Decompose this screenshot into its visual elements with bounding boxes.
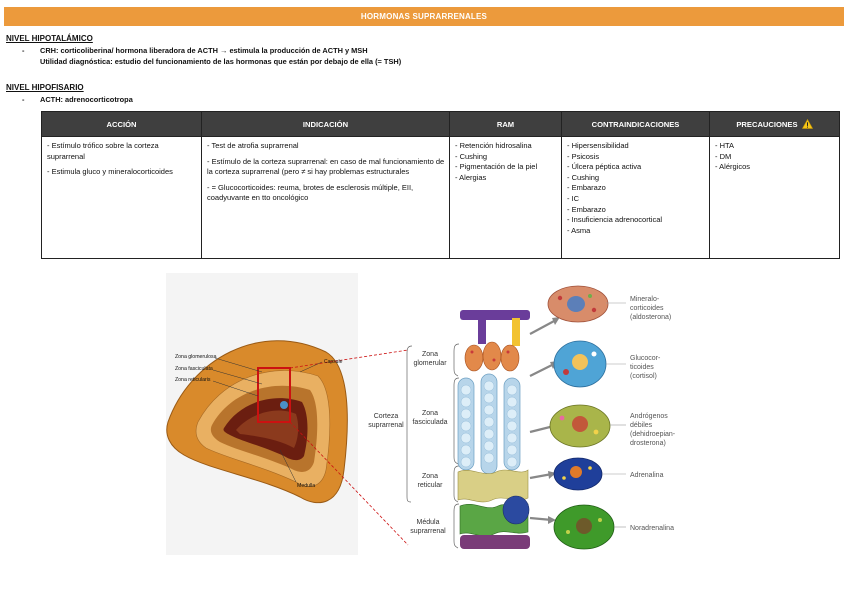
page-title-banner: HORMONAS SUPRARRENALES — [4, 7, 844, 26]
hormone-label: drosterona) — [630, 440, 666, 447]
list-item: - Estímulo de la corteza suprarrenal: en… — [207, 156, 445, 177]
header-accion: ACCIÓN — [41, 111, 202, 137]
hormone-label: Noradrenalina — [630, 525, 674, 532]
warning-icon — [801, 119, 813, 129]
bullet: - — [22, 95, 25, 104]
acth-table: ACCIÓN INDICACIÓN RAM CONTRAINDICACIONES… — [41, 111, 840, 259]
zone-label: suprarrenal — [410, 528, 446, 535]
list-item: - Estimula gluco y mineralocorticoides — [47, 167, 173, 177]
section-heading-pituitary: NIVEL HIPOFISARIO — [6, 83, 84, 92]
hormone-label: débiles — [630, 422, 653, 429]
list-item: - Úlcera péptica activa — [567, 162, 642, 172]
gland-label: Zona reticularis — [175, 377, 211, 383]
zone-labels: Zona glomerular Zona fasciculada Corteza… — [368, 351, 447, 535]
table-row: - Estímulo trófico sobre la corteza supr… — [41, 136, 840, 259]
cell-precauciones: - HTA - DM - Alérgicos — [709, 136, 840, 259]
list-item: - Pigmentación de la piel — [455, 162, 538, 172]
list-item: - Cushing — [455, 151, 488, 161]
zone-label: fasciculada — [412, 419, 447, 426]
list-item: - HTA — [715, 141, 735, 150]
cell-contraindicaciones: - Hipersensibilidad - Psicosis - Úlcera … — [561, 136, 710, 259]
hormone-label: (aldosterona) — [630, 314, 671, 321]
cell-accion: - Estímulo trófico sobre la corteza supr… — [41, 136, 202, 259]
list-item: - Asma — [567, 225, 591, 235]
adrenal-cortex-layers — [457, 310, 530, 549]
gland-label: Capsule — [324, 359, 343, 365]
zone-label: Médula — [417, 519, 440, 526]
list-item: - Psicosis — [567, 151, 600, 161]
list-item: - Alérgicos — [715, 162, 751, 172]
hormone-labels: Mineralo- corticoides (aldosterona) Gluc… — [630, 296, 676, 532]
header-contraindicaciones: CONTRAINDICACIONES — [561, 111, 710, 137]
list-item: - Estímulo trófico sobre la corteza supr… — [47, 141, 159, 161]
acth-text: ACTH: adrenocorticotropa — [40, 95, 133, 104]
list-item: - Hipersensibilidad — [567, 141, 629, 150]
hormone-cells — [547, 285, 615, 550]
list-item: - Test de atrofia suprarrenal — [207, 141, 299, 150]
zone-label: reticular — [418, 482, 444, 489]
header-precauciones-label: PRECAUCIONES — [736, 120, 798, 129]
hormone-label: Andrógenos — [630, 413, 668, 420]
list-item: - IC — [567, 193, 580, 203]
hormone-label: corticoides — [630, 305, 664, 312]
magnified-region-box — [257, 367, 291, 423]
hormone-label: (cortisol) — [630, 373, 657, 380]
list-item: - Insuficiencia adrenocortical — [567, 215, 663, 225]
list-item: - Retención hidrosalina — [455, 141, 532, 150]
header-indicacion: INDICACIÓN — [201, 111, 450, 137]
hormone-label: Adrenalina — [630, 472, 664, 479]
cell-indicacion: - Test de atrofia suprarrenal - Estímulo… — [201, 136, 450, 259]
adrenal-gland-illustration: Zona glomerulosa Zona fasciculata Zona r… — [166, 340, 409, 546]
hormone-label: ticoides — [630, 364, 654, 371]
zone-label: suprarrenal — [368, 422, 404, 429]
list-item: - Embarazo — [567, 204, 606, 214]
hormone-label: (dehidroepian- — [630, 431, 676, 438]
list-item: - DM — [715, 151, 732, 161]
list-item: - Alergias — [455, 172, 487, 182]
zone-label: Zona — [422, 473, 438, 480]
zone-label: Zona — [422, 351, 438, 358]
hormone-label: Mineralo- — [630, 296, 660, 303]
zone-label: Zona — [422, 410, 438, 417]
crh-text: CRH: corticoliberina/ hormona liberadora… — [40, 46, 368, 55]
list-item: - Cushing — [567, 172, 600, 182]
list-item: - = Glucocorticoides: reuma, brotes de e… — [207, 182, 414, 203]
gland-label: Zona glomerulosa — [175, 354, 217, 360]
bullet: - — [22, 46, 25, 55]
zone-label: Corteza — [374, 413, 399, 420]
gland-label: Medulla — [297, 483, 315, 489]
zone-label: glomerular — [413, 360, 447, 367]
cell-ram: - Retención hidrosalina - Cushing - Pigm… — [449, 136, 562, 259]
diagnostic-text: Utilidad diagnóstica: estudio del funcio… — [40, 57, 402, 66]
list-item: - Embarazo — [567, 183, 606, 193]
gland-label: Zona fasciculata — [175, 366, 213, 372]
hormone-label: Glucocor- — [630, 355, 661, 362]
header-ram: RAM — [449, 111, 562, 137]
section-heading-hypothalamic: NIVEL HIPOTALÁMICO — [6, 34, 93, 43]
